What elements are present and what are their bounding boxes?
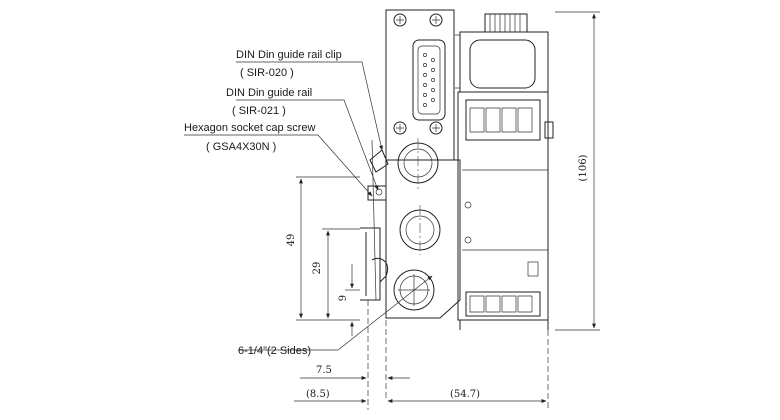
- label-din-rail: DIN Din guide rail: [226, 87, 312, 99]
- din-rail: [360, 139, 389, 301]
- label-din-clip-code: ( SIR-020 ): [240, 67, 294, 79]
- dim-height-total-label: (106): [578, 154, 589, 181]
- dim-54-7-label: (54.7): [450, 389, 480, 400]
- label-din-rail-code: ( SIR-021 ): [232, 105, 286, 117]
- label-screw: Hexagon socket cap screw: [184, 122, 316, 134]
- valve-body: [457, 91, 554, 330]
- connector-plate: [385, 9, 455, 161]
- dim-height-total: [555, 11, 600, 331]
- leader-lines: [184, 61, 433, 351]
- dim-9-label: 9: [338, 295, 349, 301]
- dim-49-label: 49: [286, 234, 297, 247]
- dim-7-5-label: 7.5: [316, 365, 332, 376]
- dim-9: [345, 264, 360, 336]
- dim-29-label: 29: [312, 262, 323, 275]
- dim-8-5-label: (8.5): [306, 389, 330, 400]
- label-ports: 6-1/4"(2 Sides): [238, 345, 311, 357]
- centerlines: [367, 138, 549, 410]
- solenoid-coil: [455, 13, 549, 93]
- label-din-clip: DIN Din guide rail clip: [236, 49, 342, 61]
- sub-plate: [385, 142, 461, 319]
- label-screw-code: ( GSA4X30N ): [206, 141, 276, 153]
- dim-49: [296, 176, 360, 321]
- dim-29: [322, 228, 360, 319]
